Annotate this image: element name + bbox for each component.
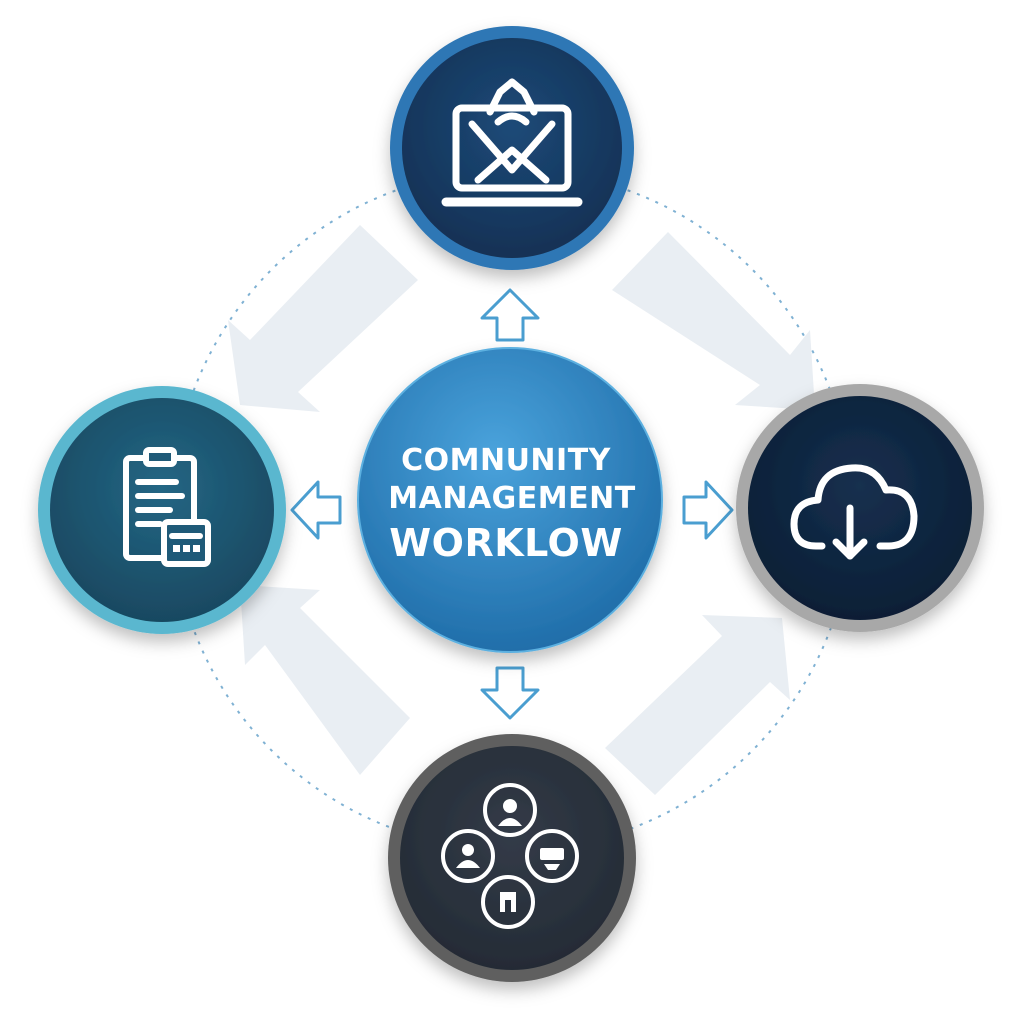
- faint-arrow-bottom-right: [605, 615, 790, 795]
- clipboard-calculator-icon: [123, 447, 211, 567]
- center-title-line-3: WORKLOW: [389, 521, 623, 565]
- arrow-down: [480, 666, 540, 720]
- center-title-line-1: COMNUNITY: [401, 443, 612, 478]
- node-right: [736, 384, 984, 632]
- flow-arrows-background: [228, 225, 815, 795]
- arrow-right: [682, 480, 734, 540]
- center-title-line-2: MANAGEMENT: [388, 481, 635, 516]
- arrow-left: [290, 480, 342, 540]
- faint-arrow-bottom-left: [240, 585, 410, 775]
- people-network-icon: [441, 783, 579, 929]
- faint-arrow-top-right: [612, 232, 815, 410]
- laptop-mail-icon: [441, 78, 583, 207]
- arrow-up: [480, 288, 540, 342]
- cloud-download-icon: [790, 464, 918, 560]
- node-bottom: [388, 734, 636, 982]
- small-arrows: [290, 288, 734, 720]
- center-node: [357, 347, 663, 653]
- faint-arrow-top-left: [228, 225, 418, 412]
